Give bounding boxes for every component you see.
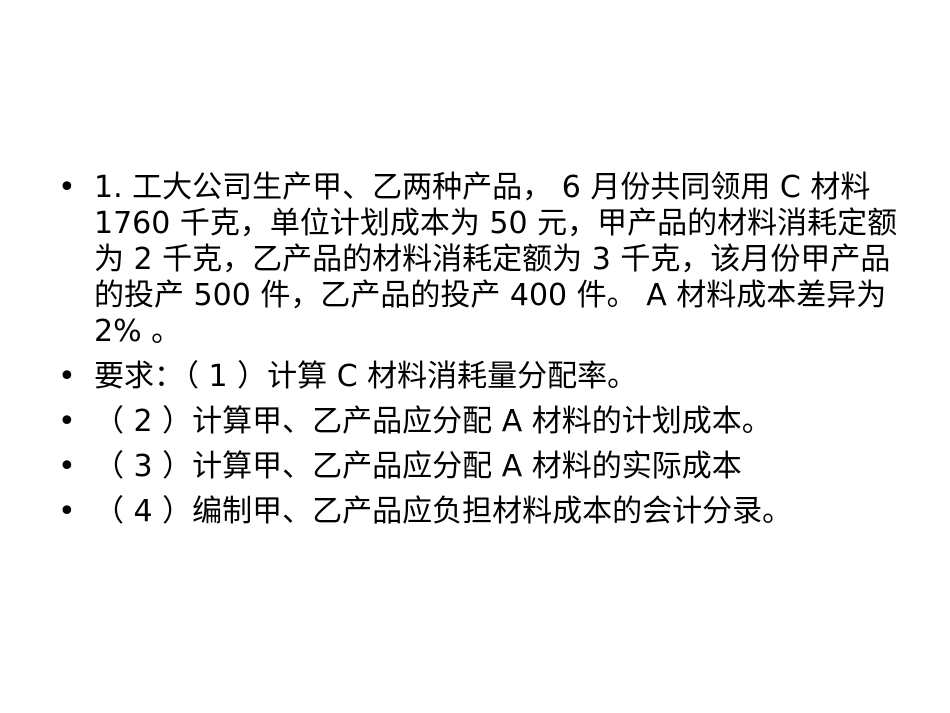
requirement-4: （ 4 ）编制甲、乙产品应负担材料成本的会计分录。 — [94, 494, 793, 529]
bullet-dot-icon: • — [58, 359, 76, 394]
list-item: • 1. 工大公司生产甲、乙两种产品， 6 月份共同领用 C 材料 1760 千… — [58, 170, 918, 350]
requirement-1: 要求：（ 1 ）计算 C 材料消耗量分配率。 — [94, 359, 638, 394]
problem-statement: 1. 工大公司生产甲、乙两种产品， 6 月份共同领用 C 材料 1760 千克，… — [94, 170, 898, 349]
bullet-dot-icon: • — [58, 494, 76, 529]
bullet-dot-icon: • — [58, 404, 76, 439]
list-item: • （ 3 ）计算甲、乙产品应分配 A 材料的实际成本 — [58, 449, 918, 485]
bullet-list: • 1. 工大公司生产甲、乙两种产品， 6 月份共同领用 C 材料 1760 千… — [58, 170, 918, 539]
list-item: • （ 2 ）计算甲、乙产品应分配 A 材料的计划成本。 — [58, 404, 918, 440]
requirement-3: （ 3 ）计算甲、乙产品应分配 A 材料的实际成本 — [94, 449, 742, 484]
requirement-2: （ 2 ）计算甲、乙产品应分配 A 材料的计划成本。 — [94, 404, 772, 439]
bullet-dot-icon: • — [58, 449, 76, 484]
list-item: • 要求：（ 1 ）计算 C 材料消耗量分配率。 — [58, 359, 918, 395]
bullet-dot-icon: • — [58, 170, 76, 205]
list-item: • （ 4 ）编制甲、乙产品应负担材料成本的会计分录。 — [58, 494, 918, 530]
